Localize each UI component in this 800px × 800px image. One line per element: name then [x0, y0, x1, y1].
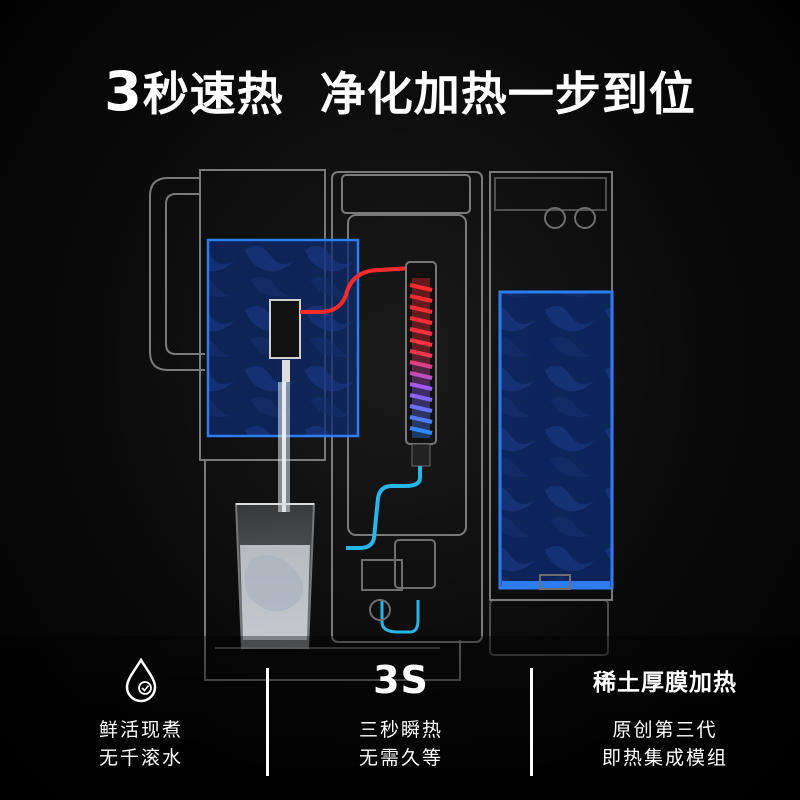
feature-line: 无需久等	[358, 747, 443, 769]
water-drop-check-icon	[125, 657, 157, 703]
cold-pipe	[346, 466, 422, 550]
feature-line: 原创第三代	[612, 719, 718, 741]
feature-line: 无千滚水	[98, 747, 183, 769]
divider	[530, 668, 533, 776]
feature-line: 三秒瞬热	[358, 719, 443, 741]
feature-line: 即热集成模组	[601, 747, 728, 769]
feature-line: 鲜活现煮	[98, 719, 183, 741]
feature-title: 3S	[373, 658, 429, 702]
headline: 3秒速热净化加热一步到位	[0, 58, 800, 124]
divider	[266, 668, 269, 776]
headline-number: 3	[104, 60, 143, 123]
feature-3s-heating: 3S 三秒瞬热 无需久等	[268, 652, 534, 792]
feature-fresh-water: 鲜活现煮 无千滚水	[8, 652, 274, 792]
glass-cup	[234, 503, 316, 649]
feature-bar	[0, 636, 800, 800]
headline-part1: 秒速热	[142, 67, 284, 121]
heater-coil	[405, 261, 437, 467]
feature-title: 稀土厚膜加热	[593, 670, 737, 696]
feature-thick-film-heating: 稀土厚膜加热 原创第三代 即热集成模组	[532, 652, 798, 792]
headline-part2: 净化加热一步到位	[319, 67, 696, 121]
